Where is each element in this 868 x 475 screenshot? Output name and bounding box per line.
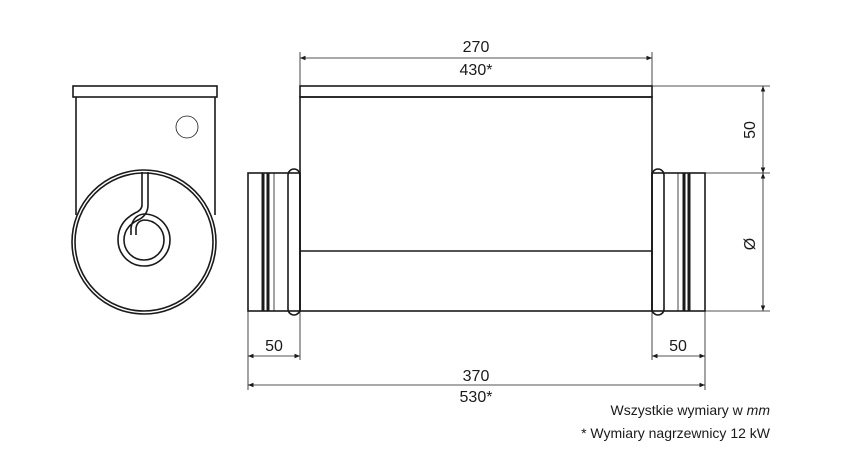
dimension-lines: [247, 52, 770, 390]
side-top-flange: [72, 85, 218, 98]
dim-50-right: 50: [669, 338, 687, 355]
dim-530: 530*: [460, 389, 493, 406]
duct-outer-circle: [71, 169, 217, 315]
front-top-flange: [299, 85, 653, 98]
dim-50-vertical: 50: [742, 121, 759, 139]
duct-inner-circle: [74, 172, 214, 312]
dim-270: 270: [463, 39, 490, 56]
asterisk-note: * Wymiary nagrzewnicy 12 kW: [581, 425, 771, 441]
right-spigot: [651, 168, 706, 316]
dim-50-left: 50: [265, 338, 283, 355]
dim-370: 370: [463, 368, 490, 385]
side-housing: [75, 97, 216, 215]
front-view: [247, 85, 706, 316]
left-spigot: [247, 168, 301, 316]
dim-430: 430*: [460, 62, 493, 79]
units-note: Wszystkie wymiary w mm: [611, 402, 771, 418]
dim-diameter: Ø: [742, 238, 759, 250]
side-view: [71, 85, 218, 315]
cable-gland: [175, 115, 199, 139]
heater-body: [299, 96, 653, 312]
heating-coil: [117, 172, 171, 267]
